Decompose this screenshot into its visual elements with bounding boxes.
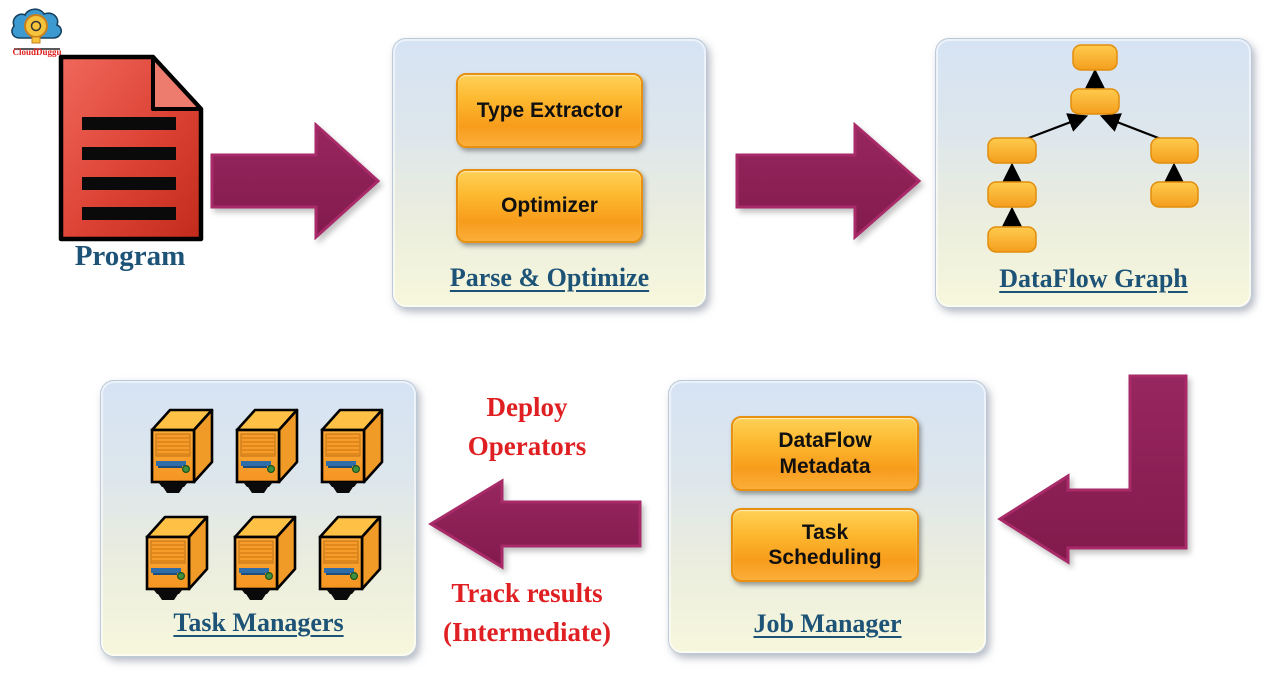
server-icon (233, 515, 297, 602)
graph-node (987, 44, 1199, 253)
parse-optimize-label: Parse & Optimize (449, 263, 650, 292)
track-note-line1: Track results (451, 578, 603, 608)
dataflow-graph-panel: DataFlow Graph (935, 38, 1252, 308)
track-note-line2: (Intermediate) (443, 617, 611, 648)
server-icon (235, 408, 299, 495)
dataflow-metadata-button: DataFlow Metadata (731, 416, 919, 491)
parse-optimize-panel: Type Extractor Optimizer Parse & Optimiz… (392, 38, 707, 308)
gear-hub (30, 20, 42, 32)
dataflow-graph-drawing (987, 44, 1199, 253)
job-manager-label: Job Manager (753, 609, 902, 638)
arrow-jobmanager-to-taskmanagers (428, 478, 642, 570)
bulb-base (31, 36, 41, 44)
arrow-program-to-parse (210, 122, 381, 240)
dataflow-graph-label: DataFlow Graph (999, 264, 1188, 293)
optimizer-button: Optimizer (456, 169, 643, 243)
cloudduggu-logo: CloudDuggu (11, 8, 63, 57)
server-icon (150, 408, 214, 495)
server-grid (145, 408, 384, 602)
deploy-note-line2: Operators (467, 431, 587, 462)
type-extractor-button: Type Extractor (456, 73, 643, 148)
task-managers-panel: Task Managers (100, 380, 417, 657)
job-manager-panel: DataFlow Metadata Task Scheduling Job Ma… (668, 380, 987, 654)
deploy-operators-note: Deploy Operators (427, 388, 627, 466)
logo-text: CloudDuggu (12, 47, 61, 57)
arrow-graph-to-jobmanager (997, 374, 1188, 565)
server-icon (145, 515, 209, 602)
server-icon (320, 408, 384, 495)
arrow-parse-to-graph (735, 122, 922, 240)
task-managers-label: Task Managers (173, 608, 344, 637)
program-document-icon (58, 54, 204, 242)
deploy-note-line1: Deploy (486, 392, 568, 422)
server-icon (318, 515, 382, 602)
task-scheduling-button: Task Scheduling (731, 508, 919, 582)
gear-icon (24, 14, 48, 38)
track-results-note: Track results (Intermediate) (407, 574, 647, 652)
program-label: Program (74, 240, 186, 272)
